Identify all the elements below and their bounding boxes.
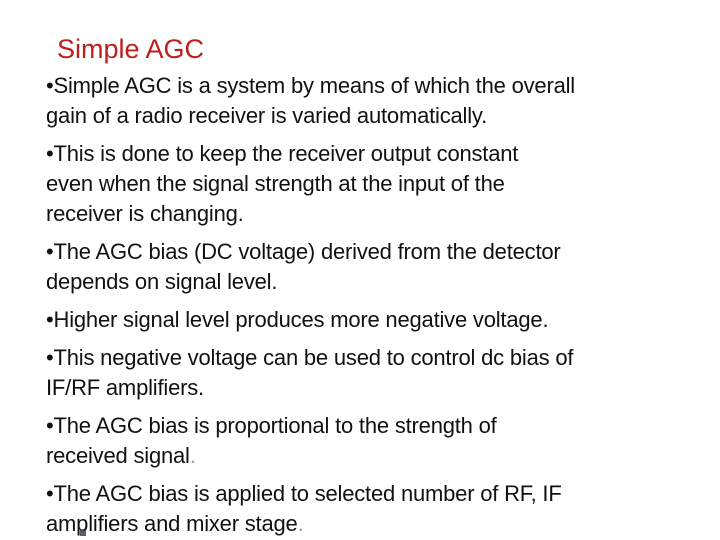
slide-title: Simple AGC [57,34,205,64]
bullet-paragraph: •Simple AGC is a system by means of whic… [46,71,686,131]
bullet-paragraph: •This is done to keep the receiver outpu… [46,139,686,229]
bullet-paragraph: •The AGC bias (DC voltage) derived from … [46,237,686,297]
bullet-text: •This negative voltage can be used to co… [46,345,574,400]
bullet-text: •Simple AGC is a system by means of whic… [46,73,575,128]
bullet-paragraph: •The AGC bias is applied to selected num… [46,479,686,539]
bullet-text: •This is done to keep the receiver outpu… [46,141,519,226]
bullet-text: •The AGC bias is applied to selected num… [46,481,562,536]
bullet-muted-period: . [189,443,196,468]
bullet-paragraph: •The AGC bias is proportional to the str… [46,411,686,471]
bullet-text: •The AGC bias (DC voltage) derived from … [46,239,561,294]
bullet-paragraph: •Higher signal level produces more negat… [46,305,686,335]
bullet-muted-period: . [297,511,304,536]
bullet-text: •The AGC bias is proportional to the str… [46,413,497,468]
bottom-edge-artifact [80,530,86,536]
bullet-paragraph: •This negative voltage can be used to co… [46,343,686,403]
bullet-text: •Higher signal level produces more negat… [46,307,549,332]
slide-body: •Simple AGC is a system by means of whic… [46,71,686,539]
